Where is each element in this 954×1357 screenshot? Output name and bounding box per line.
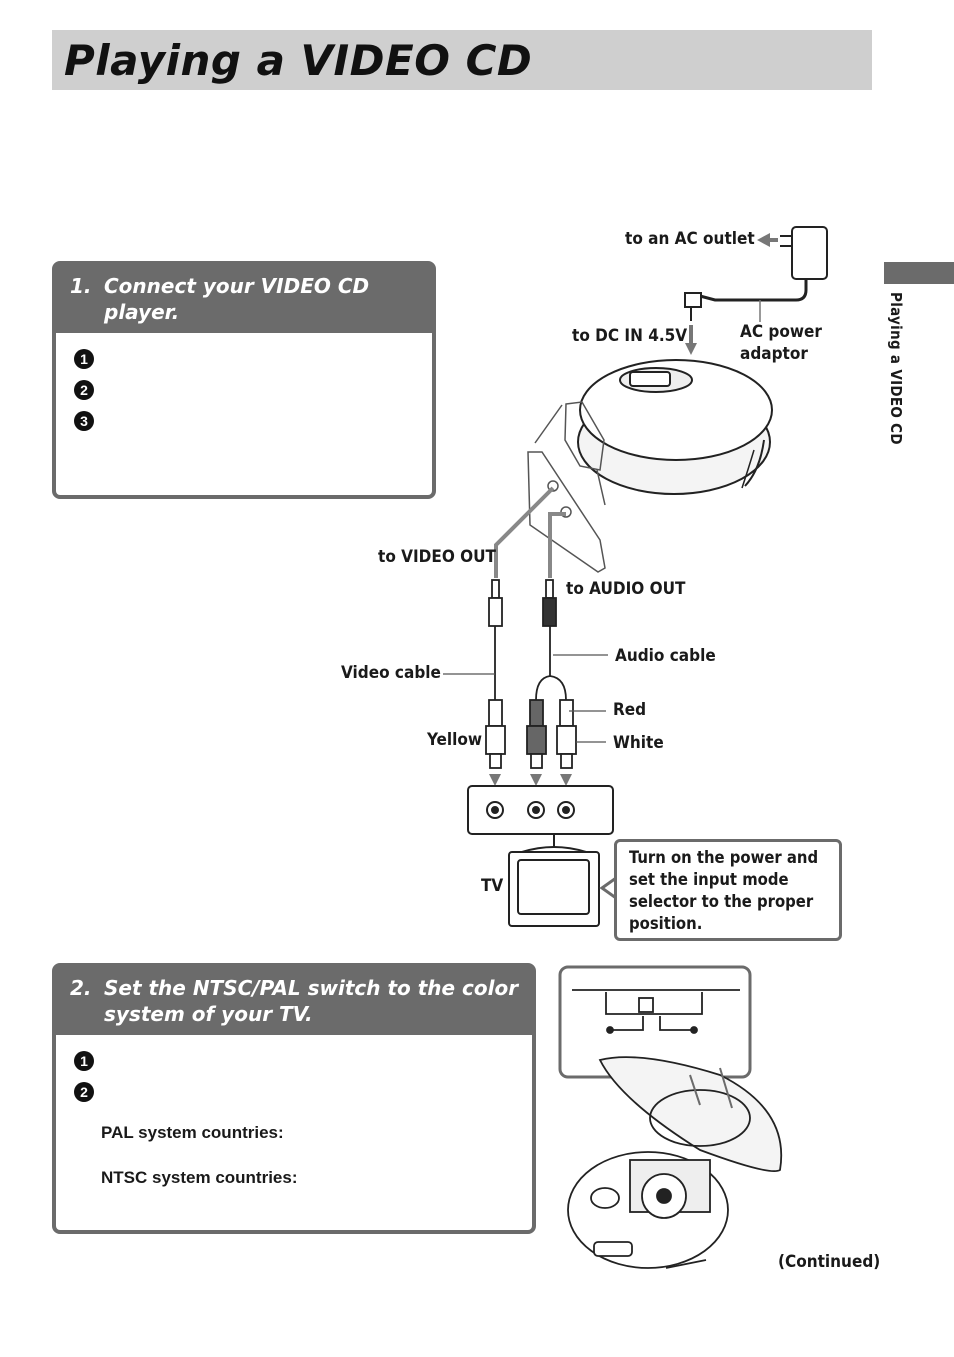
step1-box: 1. Connect your VIDEO CD player. 1 2 3	[52, 261, 436, 499]
step2-heading: 2. Set the NTSC/PAL switch to the color …	[56, 967, 532, 1035]
arrow-down-icon	[685, 343, 697, 355]
tv-callout: Turn on the power and set the input mode…	[614, 839, 842, 941]
bullet-2-icon: 2	[74, 379, 94, 400]
arrow-left-icon	[757, 233, 770, 247]
bullet-2-icon: 2	[74, 1081, 94, 1102]
video-cable-label: Video cable	[341, 663, 441, 683]
ac-adaptor-label-1: AC power	[740, 322, 822, 342]
list-item: 2	[74, 374, 432, 405]
list-item: 1	[74, 343, 432, 374]
title-bar: Playing a VIDEO CD	[52, 30, 872, 90]
side-tab-marker	[884, 262, 954, 284]
audio-out-label: to AUDIO OUT	[566, 579, 686, 599]
bullet-1-icon: 1	[74, 348, 94, 369]
tv-input-panel	[467, 785, 614, 852]
step2-number: 2.	[70, 976, 92, 1000]
page-title: Playing a VIDEO CD	[64, 36, 533, 85]
ac-adaptor-label-2: adaptor	[740, 344, 808, 364]
list-item: 3	[74, 405, 432, 436]
ntsc-countries-label: NTSC system countries:	[101, 1168, 298, 1187]
ac-outlet-label: to an AC outlet	[625, 229, 755, 249]
step2-box: 2. Set the NTSC/PAL switch to the color …	[52, 963, 536, 1234]
white-label: White	[613, 733, 664, 753]
audio-cable-label: Audio cable	[615, 646, 716, 666]
list-item: 2	[74, 1076, 532, 1107]
yellow-label: Yellow	[427, 730, 483, 750]
list-item: 1	[74, 1045, 532, 1076]
step2-heading-text: Set the NTSC/PAL switch to the color sys…	[104, 976, 519, 1026]
bullet-1-icon: 1	[74, 1050, 94, 1071]
video-out-label: to VIDEO OUT	[378, 547, 496, 567]
step1-heading: 1. Connect your VIDEO CD player.	[56, 265, 432, 333]
cd-player-illustration	[577, 359, 773, 495]
pal-countries-label: PAL system countries:	[101, 1123, 284, 1142]
step1-heading-text: Connect your VIDEO CD player.	[104, 274, 370, 324]
step1-bullets: 1 2 3	[56, 333, 432, 436]
bullet-3-icon: 3	[74, 410, 94, 431]
tv-icon	[508, 846, 600, 927]
ac-plug-icon	[791, 226, 828, 280]
continued-label: (Continued)	[778, 1252, 881, 1272]
tv-label: TV	[481, 876, 504, 896]
dc-in-label: to DC IN 4.5V	[572, 326, 688, 346]
open-player-illustration	[567, 1056, 783, 1269]
step2-bullets: 1 2	[56, 1035, 532, 1107]
step1-number: 1.	[70, 274, 92, 298]
red-label: Red	[613, 700, 647, 720]
side-section-label: Playing a VIDEO CD	[887, 292, 905, 445]
tv-callout-text: Turn on the power and set the input mode…	[629, 848, 819, 933]
